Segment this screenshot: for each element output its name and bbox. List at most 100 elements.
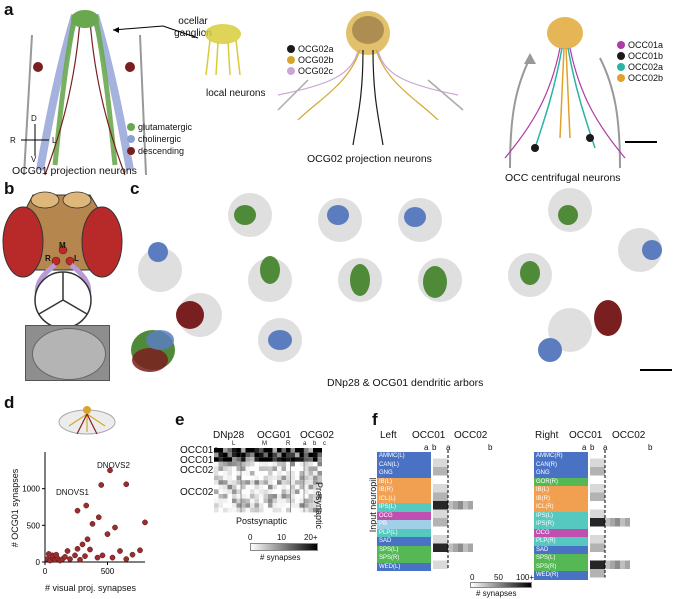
legend-dot xyxy=(287,67,295,75)
heatmap-cell xyxy=(241,448,246,453)
heatmap-cell xyxy=(518,450,523,459)
heatmap-cell xyxy=(453,560,458,569)
heatmap-cell xyxy=(655,484,660,493)
heatmap-cell xyxy=(640,526,645,535)
heatmap-cell xyxy=(290,480,295,485)
heatmap-cell xyxy=(675,509,680,518)
heatmap-cell xyxy=(232,461,237,467)
heatmap-cell xyxy=(670,518,675,527)
heatmap-cell xyxy=(308,489,313,494)
heatmap-cell xyxy=(290,484,295,490)
heatmap-cell xyxy=(655,492,660,501)
heatmap-cell xyxy=(645,526,650,535)
heatmap-cell xyxy=(227,471,232,476)
heatmap-cell xyxy=(443,535,448,544)
heatmap-cell xyxy=(250,498,255,504)
heatmap-cell xyxy=(478,458,483,467)
heatmap-cell xyxy=(438,467,443,476)
heatmap-cell xyxy=(488,526,493,535)
heatmap-cell xyxy=(304,480,309,485)
heatmap-cell xyxy=(615,526,620,535)
heatmap-cell xyxy=(640,569,645,578)
heatmap-cell xyxy=(640,492,645,501)
heatmap-cell xyxy=(218,480,223,485)
heatmap-cell xyxy=(448,475,453,484)
heatmap-cell xyxy=(513,518,518,527)
heatmap-cell xyxy=(478,484,483,493)
heatmap-cell xyxy=(625,509,630,518)
heatmap-cell xyxy=(610,475,615,484)
heatmap-cell xyxy=(236,461,241,467)
heatmap-cell xyxy=(236,452,241,458)
heatmap-cell xyxy=(241,498,246,504)
head-schematic xyxy=(2,191,123,329)
neuropil-row: IPS(R) xyxy=(534,520,588,529)
heatmap-cell xyxy=(313,489,318,494)
heatmap-cell xyxy=(232,507,237,513)
heatmap-cell xyxy=(254,480,259,485)
heatmap-cell xyxy=(245,489,250,494)
heatmap-cell xyxy=(448,560,453,569)
heatmap-cell xyxy=(590,458,595,467)
heatmap-cell xyxy=(313,498,318,504)
heatmap-cell xyxy=(443,475,448,484)
heatmap-cell xyxy=(277,452,282,458)
panel-a-label: a xyxy=(4,0,14,19)
heatmap-cell xyxy=(272,507,277,513)
heatmap-cell xyxy=(625,484,630,493)
heatmap-cell xyxy=(313,480,318,485)
heatmap-cell xyxy=(295,503,300,508)
heatmap-cell xyxy=(433,535,438,544)
heatmap-cell xyxy=(313,494,318,499)
heatmap-cell xyxy=(453,543,458,552)
heatmap-cell xyxy=(443,518,448,527)
heatmap-cell xyxy=(635,467,640,476)
heatmap-cell xyxy=(259,452,264,458)
heatmap-cell xyxy=(513,467,518,476)
heatmap-cell xyxy=(493,560,498,569)
heatmap-cell xyxy=(650,526,655,535)
heatmap-cell xyxy=(463,475,468,484)
heatmap-cell xyxy=(223,448,228,453)
heatmap-cell xyxy=(232,480,237,485)
heatmap-cell xyxy=(268,480,273,485)
heatmap-cell xyxy=(620,569,625,578)
heatmap-cell xyxy=(463,492,468,501)
heatmap-cell xyxy=(245,457,250,462)
heatmap-cell xyxy=(468,475,473,484)
heatmap-cell xyxy=(513,509,518,518)
heatmap-cell xyxy=(232,475,237,481)
heatmap-cell xyxy=(665,450,670,459)
heatmap-cell xyxy=(317,503,322,508)
heatmap-cell xyxy=(438,492,443,501)
heatmap-cell xyxy=(241,484,246,490)
heatmap-cell xyxy=(645,569,650,578)
heatmap-cell xyxy=(290,498,295,504)
heatmap-cell xyxy=(250,489,255,494)
heatmap-cell xyxy=(665,458,670,467)
heatmap-cell xyxy=(236,480,241,485)
heatmap-cell xyxy=(458,467,463,476)
heatmap-cell xyxy=(478,509,483,518)
heatmap-cell xyxy=(660,458,665,467)
heatmap-cell xyxy=(218,498,223,504)
heatmap-cell xyxy=(214,498,219,504)
annot-dnovs1: DNOVS1 xyxy=(56,488,89,497)
neuropil-row: IB(L) xyxy=(534,486,588,495)
heatmap-cell xyxy=(218,452,223,458)
heatmap-cell xyxy=(245,480,250,485)
heatmap-cell xyxy=(443,501,448,510)
heatmap-cell xyxy=(605,492,610,501)
neuropil-row: GNG xyxy=(377,469,431,478)
heatmap-cell xyxy=(493,475,498,484)
heatmap-cell xyxy=(473,492,478,501)
heatmap-cell xyxy=(660,552,665,561)
heatmap-cell xyxy=(259,507,264,513)
presynaptic-label: Presynaptic xyxy=(314,482,324,530)
heatmap-cell xyxy=(463,458,468,467)
legend-text: glutamatergic xyxy=(138,122,193,132)
heatmap-cell xyxy=(272,452,277,458)
heatmap-cell xyxy=(281,498,286,504)
heatmap-cell xyxy=(595,552,600,561)
heatmap-cell xyxy=(478,475,483,484)
